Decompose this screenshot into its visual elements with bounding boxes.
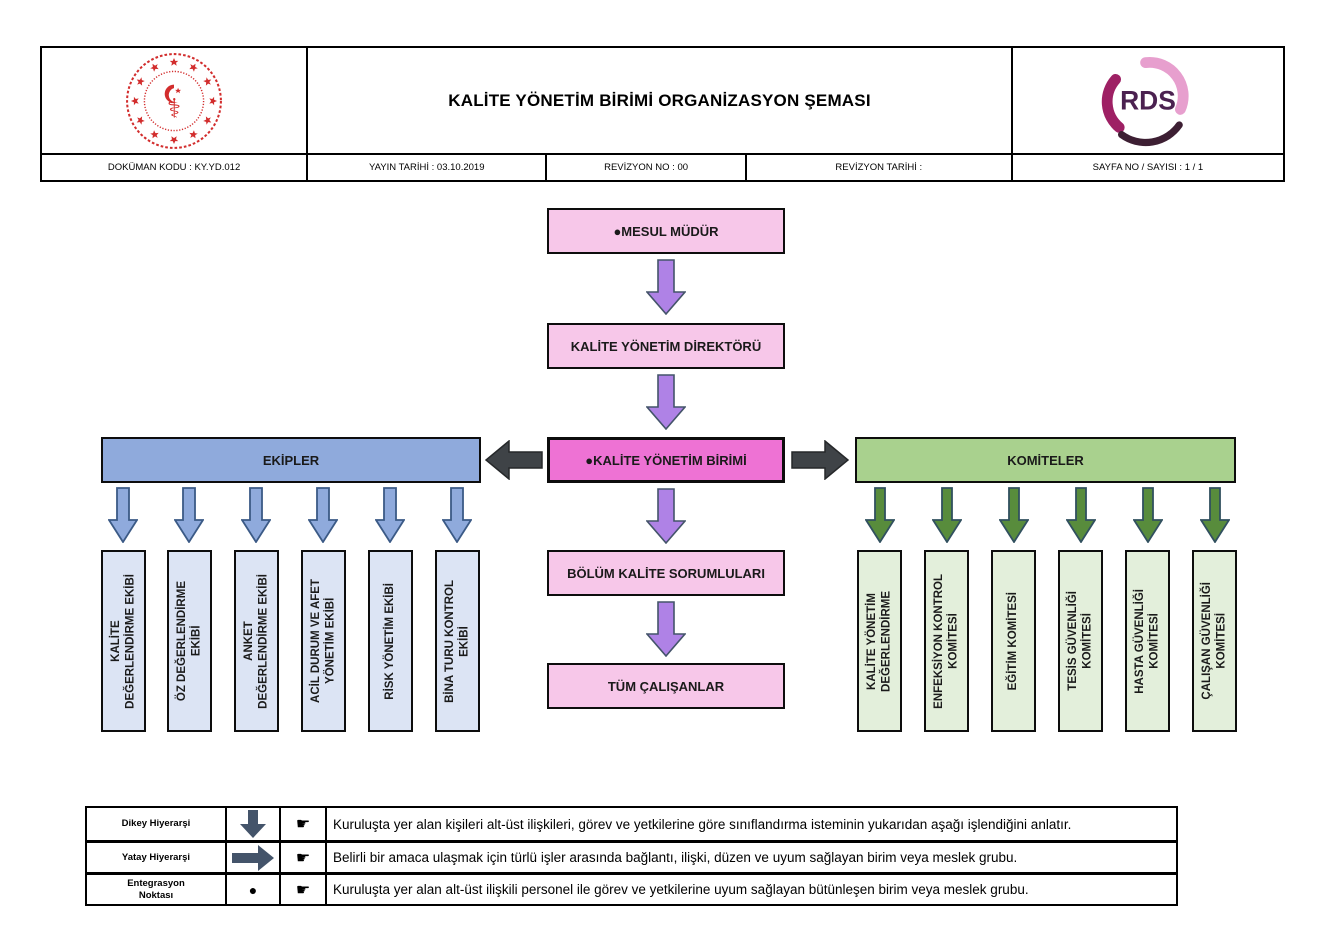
teams-header: EKİPLER	[101, 437, 481, 483]
meta-revizyon-tarihi: REVİZYON TARİHİ :	[744, 155, 1011, 180]
meta-sayfa-no: SAYFA NO / SAYISI : 1 / 1	[1010, 155, 1283, 180]
down-arrow-icon	[646, 374, 686, 430]
committee-label: ÇALIŞAN GÜVENLİĞİ KOMİTESİ	[1201, 582, 1228, 700]
committee-label: ENFEKSİYON KONTROL KOMİTESİ	[933, 573, 960, 709]
down-arrow-icon	[865, 487, 895, 543]
integration-bullet-icon: ●	[248, 881, 258, 898]
header-meta-row: DOKÜMAN KODU : KY.YD.012 YAYIN TARİHİ : …	[42, 155, 1283, 180]
down-arrow-icon	[240, 810, 266, 838]
legend-symbol-cell	[225, 843, 279, 872]
meta-dokuman-kodu: DOKÜMAN KODU : KY.YD.012	[107, 162, 241, 173]
down-arrow-icon	[1133, 487, 1163, 543]
team-box: ANKET DEĞERLENDİRME EKİBİ	[234, 550, 279, 732]
team-box: ÖZ DEĞERLENDİRME EKİBİ	[167, 550, 212, 732]
legend-description: Kuruluşta yer alan alt-üst ilişkili pers…	[325, 875, 1176, 904]
down-arrow-icon	[646, 259, 686, 315]
legend-table: Dikey Hiyerarşi ☛ Kuruluşta yer alan kiş…	[85, 806, 1178, 906]
svg-text:⚕: ⚕	[167, 93, 181, 124]
legend-term: Dikey Hiyerarşi	[121, 818, 191, 830]
node-mesul-mudur: ●MESUL MÜDÜR	[547, 208, 785, 254]
team-label: RİSK YÖNETİM EKİBİ	[384, 582, 397, 700]
team-label: ACİL DURUM VE AFET YÖNETİM EKİBİ	[310, 579, 337, 703]
team-box: BİNA TURU KONTROL EKİBİ	[435, 550, 480, 732]
document-header-table: ⚕ KALİTE YÖNETİM BİRİMİ ORGANİZASYON ŞEM…	[40, 46, 1285, 182]
ministry-of-health-seal-icon: ⚕	[126, 52, 223, 149]
header-top-row: ⚕ KALİTE YÖNETİM BİRİMİ ORGANİZASYON ŞEM…	[42, 48, 1283, 155]
committee-box: TESİS GÜVENLİĞİ KOMİTESİ	[1058, 550, 1103, 732]
committee-box: ENFEKSİYON KONTROL KOMİTESİ	[924, 550, 969, 732]
page-title: KALİTE YÖNETİM BİRİMİ ORGANİZASYON ŞEMAS…	[448, 90, 871, 110]
down-arrow-icon	[1200, 487, 1230, 543]
legend-symbol-cell	[225, 808, 279, 840]
down-arrow-icon	[646, 601, 686, 657]
committee-box: EĞİTİM KOMİTESİ	[991, 550, 1036, 732]
team-label: ANKET DEĞERLENDİRME EKİBİ	[243, 573, 270, 709]
team-box: ACİL DURUM VE AFET YÖNETİM EKİBİ	[301, 550, 346, 732]
right-arrow-icon	[232, 844, 274, 871]
committee-box: ÇALIŞAN GÜVENLİĞİ KOMİTESİ	[1192, 550, 1237, 732]
team-label: ÖZ DEĞERLENDİRME EKİBİ	[176, 580, 203, 702]
team-box: KALİTE DEĞERLENDİRME EKİBİ	[101, 550, 146, 732]
title-cell: KALİTE YÖNETİM BİRİMİ ORGANİZASYON ŞEMAS…	[306, 48, 1011, 153]
meta-revizyon-no: REVİZYON NO : 00	[545, 155, 744, 180]
down-arrow-icon	[308, 487, 338, 543]
left-arrow-icon	[485, 440, 543, 480]
node-tum-calisanlar: TÜM ÇALIŞANLAR	[547, 663, 785, 709]
committee-label: HASTA GÜVENLİĞİ KOMİTESİ	[1134, 588, 1161, 694]
legend-row-dikey: Dikey Hiyerarşi ☛ Kuruluşta yer alan kiş…	[87, 808, 1176, 840]
node-bolum-kalite-sorumlulari: BÖLÜM KALİTE SORUMLULARI	[547, 550, 785, 596]
down-arrow-icon	[932, 487, 962, 543]
meta-yayin-tarihi: YAYIN TARİHİ : 03.10.2019	[306, 155, 545, 180]
team-label: KALİTE DEĞERLENDİRME EKİBİ	[110, 573, 137, 709]
legend-description: Kuruluşta yer alan kişileri alt-üst iliş…	[325, 808, 1176, 840]
team-label: BİNA TURU KONTROL EKİBİ	[444, 579, 471, 703]
committee-label: KALİTE YÖNETİM DEĞERLENDİRME	[866, 590, 893, 692]
down-arrow-icon	[1066, 487, 1096, 543]
rds-logo-cell: RDS	[1010, 48, 1283, 153]
legend-row-yatay: Yatay Hiyerarşi ☛ Belirli bir amaca ulaş…	[87, 840, 1176, 872]
node-kalite-yonetim-direktoru: KALİTE YÖNETİM DİREKTÖRÜ	[547, 323, 785, 369]
down-arrow-icon	[646, 488, 686, 544]
committee-label: TESİS GÜVENLİĞİ KOMİTESİ	[1067, 591, 1094, 691]
legend-term: Entegrasyon Noktası	[127, 878, 185, 901]
down-arrow-icon	[999, 487, 1029, 543]
ministry-logo-cell: ⚕	[42, 48, 306, 153]
team-box: RİSK YÖNETİM EKİBİ	[368, 550, 413, 732]
down-arrow-icon	[375, 487, 405, 543]
pointing-hand-icon: ☛	[279, 843, 325, 872]
committee-box: KALİTE YÖNETİM DEĞERLENDİRME	[857, 550, 902, 732]
down-arrow-icon	[241, 487, 271, 543]
legend-row-entegrasyon: Entegrasyon Noktası ● ☛ Kuruluşta yer al…	[87, 872, 1176, 904]
node-kalite-yonetim-birimi: ●KALİTE YÖNETİM BİRİMİ	[547, 437, 785, 483]
legend-term: Yatay Hiyerarşi	[121, 851, 191, 863]
down-arrow-icon	[174, 487, 204, 543]
right-arrow-icon	[791, 440, 849, 480]
down-arrow-icon	[442, 487, 472, 543]
pointing-hand-icon: ☛	[279, 875, 325, 904]
pointing-hand-icon: ☛	[279, 808, 325, 840]
committees-header: KOMİTELER	[855, 437, 1236, 483]
legend-description: Belirli bir amaca ulaşmak için türlü işl…	[325, 843, 1176, 872]
rds-logo-text: RDS	[1120, 85, 1176, 115]
rds-logo-icon: RDS	[1101, 56, 1189, 146]
down-arrow-icon	[108, 487, 138, 543]
committee-label: EĞİTİM KOMİTESİ	[1007, 591, 1020, 691]
committee-box: HASTA GÜVENLİĞİ KOMİTESİ	[1125, 550, 1170, 732]
legend-symbol-cell: ●	[225, 875, 279, 904]
